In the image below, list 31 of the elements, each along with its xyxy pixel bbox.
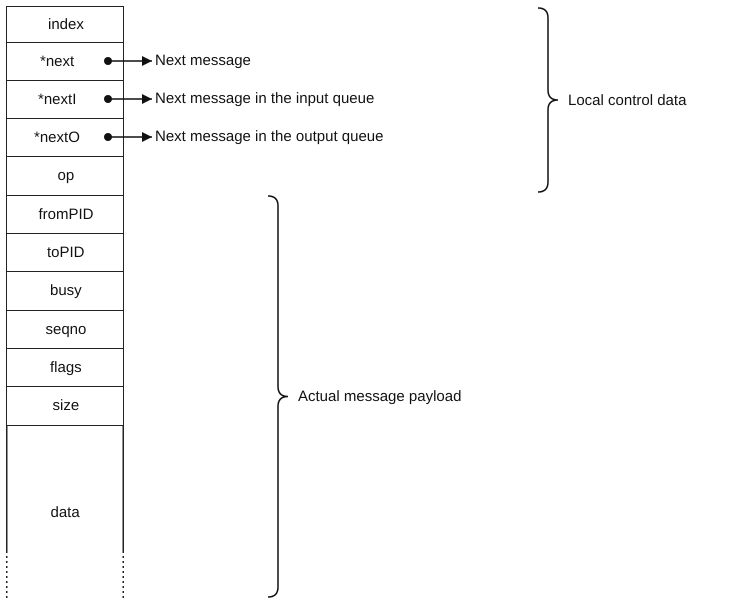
field-name: size	[52, 397, 80, 414]
field-name: data	[50, 504, 80, 521]
field-name: index	[48, 16, 84, 32]
field-name: *nextO	[34, 128, 80, 146]
field-name: fromPID	[38, 206, 94, 222]
table-cell	[6, 195, 124, 234]
pointer-arrow	[104, 94, 152, 104]
pointer-target-text: Next message in the output queue	[155, 128, 384, 144]
pointer-arrow	[104, 56, 152, 66]
table-cell	[6, 348, 124, 388]
field-name: flags	[50, 358, 82, 376]
pointer-target-text: Next message in the input queue	[155, 90, 374, 106]
table-cell	[6, 80, 124, 120]
field-name: *next	[40, 52, 74, 70]
table-cell	[6, 6, 124, 44]
pointer-target-text: Next message	[155, 52, 251, 68]
table-cell	[6, 271, 124, 312]
field-name: *nextI	[38, 90, 76, 108]
bracket-label: Local control data	[568, 92, 686, 108]
field-name: toPID	[47, 244, 85, 260]
bracket-label: Actual message payload	[298, 388, 462, 405]
pointer-arrow	[104, 132, 152, 142]
field-name: busy	[50, 282, 82, 299]
field-name: op	[58, 167, 74, 184]
table-cell	[6, 386, 124, 426]
table-cell	[6, 156, 124, 196]
table-cell	[6, 42, 124, 82]
table-cell	[6, 118, 124, 158]
field-name: seqno	[46, 320, 86, 338]
table-cell	[6, 233, 124, 272]
table-cell	[6, 310, 124, 350]
